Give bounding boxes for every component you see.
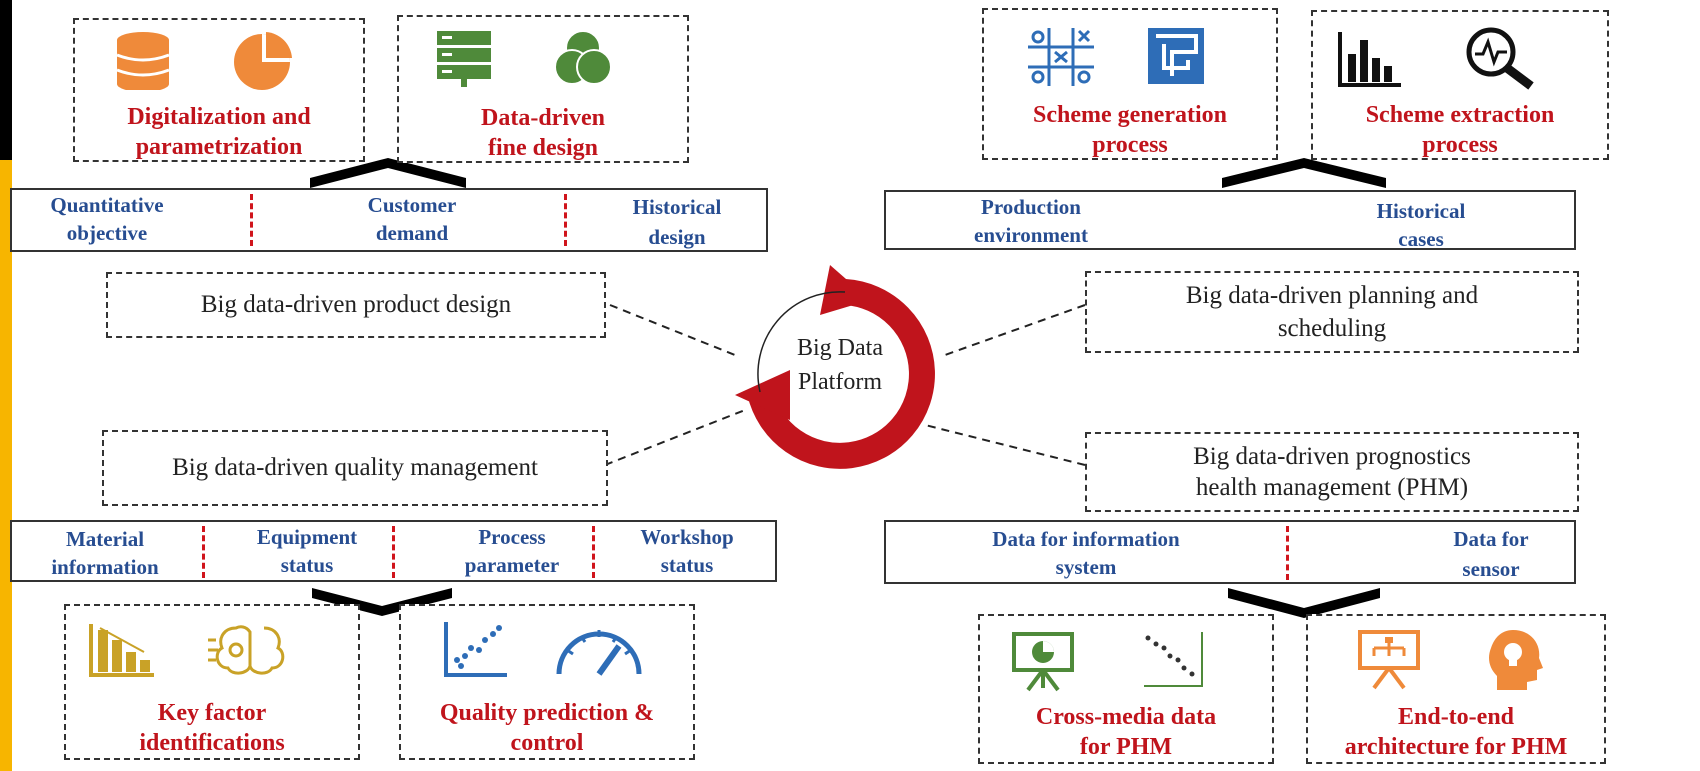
card-title-line1: Data-driven [481,105,605,131]
card-title-line2: identifications [139,730,285,756]
input-line1: Production [981,195,1081,219]
input-line2: design [648,225,706,249]
cycle-arrow-icon [735,265,935,469]
input-line1: Workshop [640,525,734,549]
card-title-line2: control [510,730,584,756]
card-key-factor: Key factor identifications [64,604,360,760]
separator [250,194,253,246]
input-line1: Material [65,527,145,551]
inputs-bar-phm: Data for information system Data for sen… [884,520,1576,584]
label-line2: health management (PHM) [1195,474,1469,501]
head-bulb-icon [1489,630,1543,690]
card-title-line1: Key factor [157,700,267,726]
label-phm: Big data-driven prognostics health manag… [1085,432,1579,512]
declining-bar-icon [89,624,154,677]
input-line2: status [280,553,334,577]
input-line1: Process [478,525,546,549]
bar-chart-icon [1338,32,1401,87]
card-scheme-generation: Scheme generation process [982,8,1278,160]
separator [592,526,595,578]
input-line2: status [660,553,714,577]
input-line2: environment [974,223,1088,247]
card-title-line2: fine design [487,135,598,161]
presentation-org-icon [1358,630,1420,690]
gauge-icon [556,630,642,676]
card-title-line1: Scheme generation [1033,102,1227,128]
input-line2: demand [375,221,449,245]
center-line1: Big Data [797,335,883,361]
card-title-line1: Quality prediction & [439,700,655,726]
input-line1: Customer [367,193,457,217]
card-title-line1: Scheme extraction [1365,102,1555,128]
card-quality-prediction: Quality prediction & control [399,604,695,760]
card-end-to-end: End-to-end architecture for PHM [1306,614,1606,764]
venn-icon [554,30,612,85]
inputs-bar-planning: Production environment Historical cases [884,190,1576,251]
card-title-line2: architecture for PHM [1344,734,1568,760]
card-title-line2: process [1422,132,1498,158]
input-line2: information [51,555,159,579]
card-scheme-extraction: Scheme extraction process [1311,10,1609,160]
separator [564,194,567,246]
input-line2: parameter [464,553,560,577]
connector-phm [924,424,1086,466]
input-line2: cases [1398,227,1444,251]
card-fine-design: Data-driven fine design [397,15,689,163]
label-product-design: Big data-driven product design [106,272,606,338]
frame-left-bar [0,160,12,771]
center-line2: Platform [798,369,882,395]
magnify-pulse-icon [1466,27,1534,90]
input-line1: Data for information [992,527,1180,551]
label-line1: Big data-driven planning and [1185,282,1479,309]
connector-planning [944,304,1086,356]
input-line2: objective [66,221,148,245]
chevron-down-bl [312,588,452,616]
presentation-pie-icon [1012,632,1074,692]
card-title-line2: for PHM [1079,734,1173,760]
separator [202,526,205,578]
card-title-line1: Cross-media data [1035,704,1217,730]
card-title-line1: End-to-end [1397,704,1515,730]
chevron-up-tr [1222,158,1386,188]
brain-gear-icon [208,625,285,675]
card-title-line2: parametrization [135,134,303,160]
card-digitalization: Digitalization and parametrization [73,18,365,162]
input-line2: sensor [1462,557,1520,581]
scatter-trend-icon [1144,632,1203,687]
card-title-line2: process [1092,132,1168,158]
server-icon [437,31,491,87]
scatter-icon [444,622,507,677]
chevron-up-tl [310,158,466,188]
pie-chart-icon [234,32,292,90]
input-line1: Quantitative [50,193,164,217]
database-icon [116,32,170,90]
input-line1: Data for [1453,527,1529,551]
label-text: Big data-driven product design [200,291,512,318]
card-title-line1: Digitalization and [127,104,311,130]
connector-quality [604,409,746,466]
chevron-down-br [1228,588,1380,618]
label-line2: scheduling [1277,315,1387,342]
separator [392,526,395,578]
label-planning: Big data-driven planning and scheduling [1085,271,1579,353]
maze-icon [1148,28,1204,84]
label-line1: Big data-driven prognostics [1193,443,1471,470]
label-quality-management: Big data-driven quality management [102,430,608,506]
separator [1286,526,1289,580]
inputs-bar-product-design: Quantitative objective Customer demand H… [10,188,768,252]
connector-product-design [609,304,736,356]
input-line1: Historical [1376,199,1466,223]
input-line2: system [1055,555,1117,579]
card-cross-media: Cross-media data for PHM [978,614,1274,764]
input-line1: Historical [632,195,722,219]
tic-tac-toe-icon [1028,28,1094,86]
input-line1: Equipment [256,525,358,549]
inputs-bar-quality: Material information Equipment status Pr… [10,520,777,582]
label-text: Big data-driven quality management [172,454,538,481]
